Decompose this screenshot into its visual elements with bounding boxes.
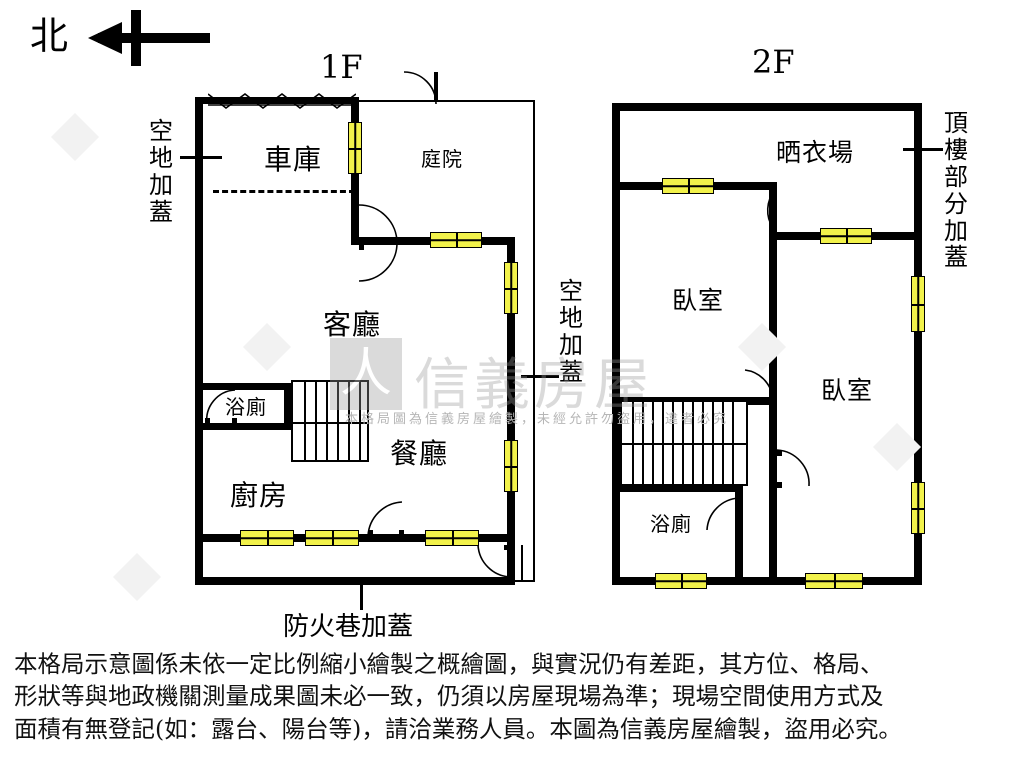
room-label-living-room: 客廳 — [323, 308, 382, 341]
room-label-2f-bathroom: 浴廁 — [650, 512, 692, 536]
door-1f-bathroom — [205, 389, 237, 428]
annotation-char: 樓 — [944, 135, 968, 164]
open-boundary-line-east — [533, 100, 535, 582]
room-label-bedroom-1: 臥室 — [672, 286, 725, 315]
annotation-char: 空 — [149, 117, 173, 145]
open-boundary-line-top — [358, 100, 535, 102]
room-label-kitchen: 廚房 — [230, 479, 289, 512]
door-1f-courtyard-entry — [403, 71, 440, 105]
annotation-char: 蓋 — [944, 243, 968, 272]
door-2f-bedroom2-lower — [776, 449, 811, 488]
annotation-char: 加 — [149, 170, 173, 199]
disclaimer: 本格局示意圖係未依一定比例縮小繪製之概繪圖，與實況仍有差距，其方位、格局、 形狀… — [14, 648, 1014, 745]
window-2f-bathroom-south — [655, 573, 707, 589]
annotation-left-vacant-cover: 空 地 加 蓋 — [146, 118, 176, 226]
annotation-char: 蓋 — [149, 197, 173, 226]
room-label-bedroom-2: 臥室 — [821, 376, 874, 405]
north-label: 北 — [30, 14, 69, 58]
annotation-char: 空 — [559, 277, 583, 305]
floor-plan-1f: 車庫 庭院 客廳 餐廳 廚房 浴廁 空 地 加 蓋 空 地 加 蓋 防火巷加蓋 — [0, 0, 600, 642]
door-2f-bedroom1 — [745, 189, 777, 230]
disclaimer-line-3: 面積有無登記(如：露台、陽台等)，請洽業務人員。本圖為信義房屋繪製，盜用必究。 — [14, 714, 902, 743]
door-1f-rear-exit — [477, 544, 512, 579]
window-2f-bedroom2-south — [805, 573, 863, 589]
wall-1f-bath-bottom — [203, 423, 291, 430]
wall-1f-west — [195, 97, 203, 585]
annotation-char: 蓋 — [559, 357, 583, 386]
wall-2f-bathroom-east — [735, 484, 743, 585]
annotation-char: 分 — [944, 189, 968, 218]
annotation-right-vacant-cover: 空 地 加 蓋 — [556, 278, 586, 386]
wall-2f-west — [612, 103, 620, 585]
door-2f-bedroom2-upper — [744, 369, 777, 408]
door-2f-bathroom — [705, 497, 741, 536]
window-1f-kitchen-south-2 — [305, 530, 359, 546]
window-1f-dining-south — [425, 530, 479, 546]
window-2f-bedroom2-north — [820, 228, 872, 244]
window-1f-dining-east — [504, 440, 518, 492]
wall-2f-east — [914, 103, 922, 585]
wall-2f-bedroom1-east — [769, 182, 777, 585]
floor-title-1f: 1F — [320, 48, 363, 86]
wall-1f-bath-east — [284, 383, 291, 430]
room-label-drying-area: 晒衣場 — [776, 138, 855, 167]
room-label-dining-room: 餐廳 — [390, 437, 449, 470]
wall-2f-top — [612, 103, 922, 111]
north-arrow-icon — [88, 10, 213, 66]
annotation-char: 地 — [559, 303, 583, 332]
leader-left-vacant-cover — [180, 156, 222, 159]
room-label-1f-bathroom: 浴廁 — [225, 395, 267, 419]
window-1f-kitchen-south-1 — [240, 530, 294, 546]
wall-1f-east-lower — [507, 240, 515, 585]
window-1f-garage-east — [348, 122, 362, 174]
annotation-char: 地 — [149, 143, 173, 172]
wall-1f-south — [195, 577, 515, 585]
annotation-char: 加 — [944, 216, 968, 245]
wall-1f-top — [195, 97, 358, 104]
wall-2f-south — [612, 577, 922, 585]
wall-1f-bath-top — [203, 383, 291, 390]
window-2f-east-upper — [911, 276, 925, 332]
leader-right-vacant-cover — [521, 375, 559, 378]
door-1f-kitchen — [367, 500, 404, 538]
window-2f-east-lower — [911, 482, 925, 534]
annotation-char: 頂 — [944, 109, 968, 137]
door-1f-living-entry — [358, 204, 398, 282]
annotation-char: 加 — [559, 330, 583, 359]
garage-dashed-divider — [213, 190, 355, 193]
floor-plan-2f: 晒衣場 臥室 臥室 浴廁 頂 樓 部 分 加 蓋 — [0, 0, 1024, 640]
room-label-courtyard: 庭院 — [421, 147, 463, 171]
annotation-char: 部 — [944, 162, 968, 191]
leader-rooftop-partial-cover — [903, 148, 943, 151]
stairs-2f — [620, 400, 748, 486]
window-1f-living-east — [504, 262, 518, 314]
leader-fire-lane-cover — [360, 582, 363, 610]
annotation-fire-lane-cover: 防火巷加蓋 — [283, 612, 414, 642]
floor-title-2f: 2F — [752, 43, 795, 81]
open-boundary-line-inner-east — [521, 545, 523, 582]
stairs-1f — [291, 380, 369, 462]
window-1f-courtyard-south — [430, 232, 482, 248]
annotation-rooftop-partial-cover: 頂 樓 部 分 加 蓋 — [941, 110, 971, 271]
disclaimer-line-2: 形狀等與地政機關測量成果圖未必一致，仍須以房屋現場為準；現場空間使用方式及 — [14, 682, 884, 711]
window-2f-bedroom1-north — [662, 178, 714, 194]
disclaimer-line-1: 本格局示意圖係未依一定比例縮小繪製之概繪圖，與實況仍有差距，其方位、格局、 — [14, 650, 884, 678]
wall-2f-bathroom-north — [612, 484, 742, 492]
